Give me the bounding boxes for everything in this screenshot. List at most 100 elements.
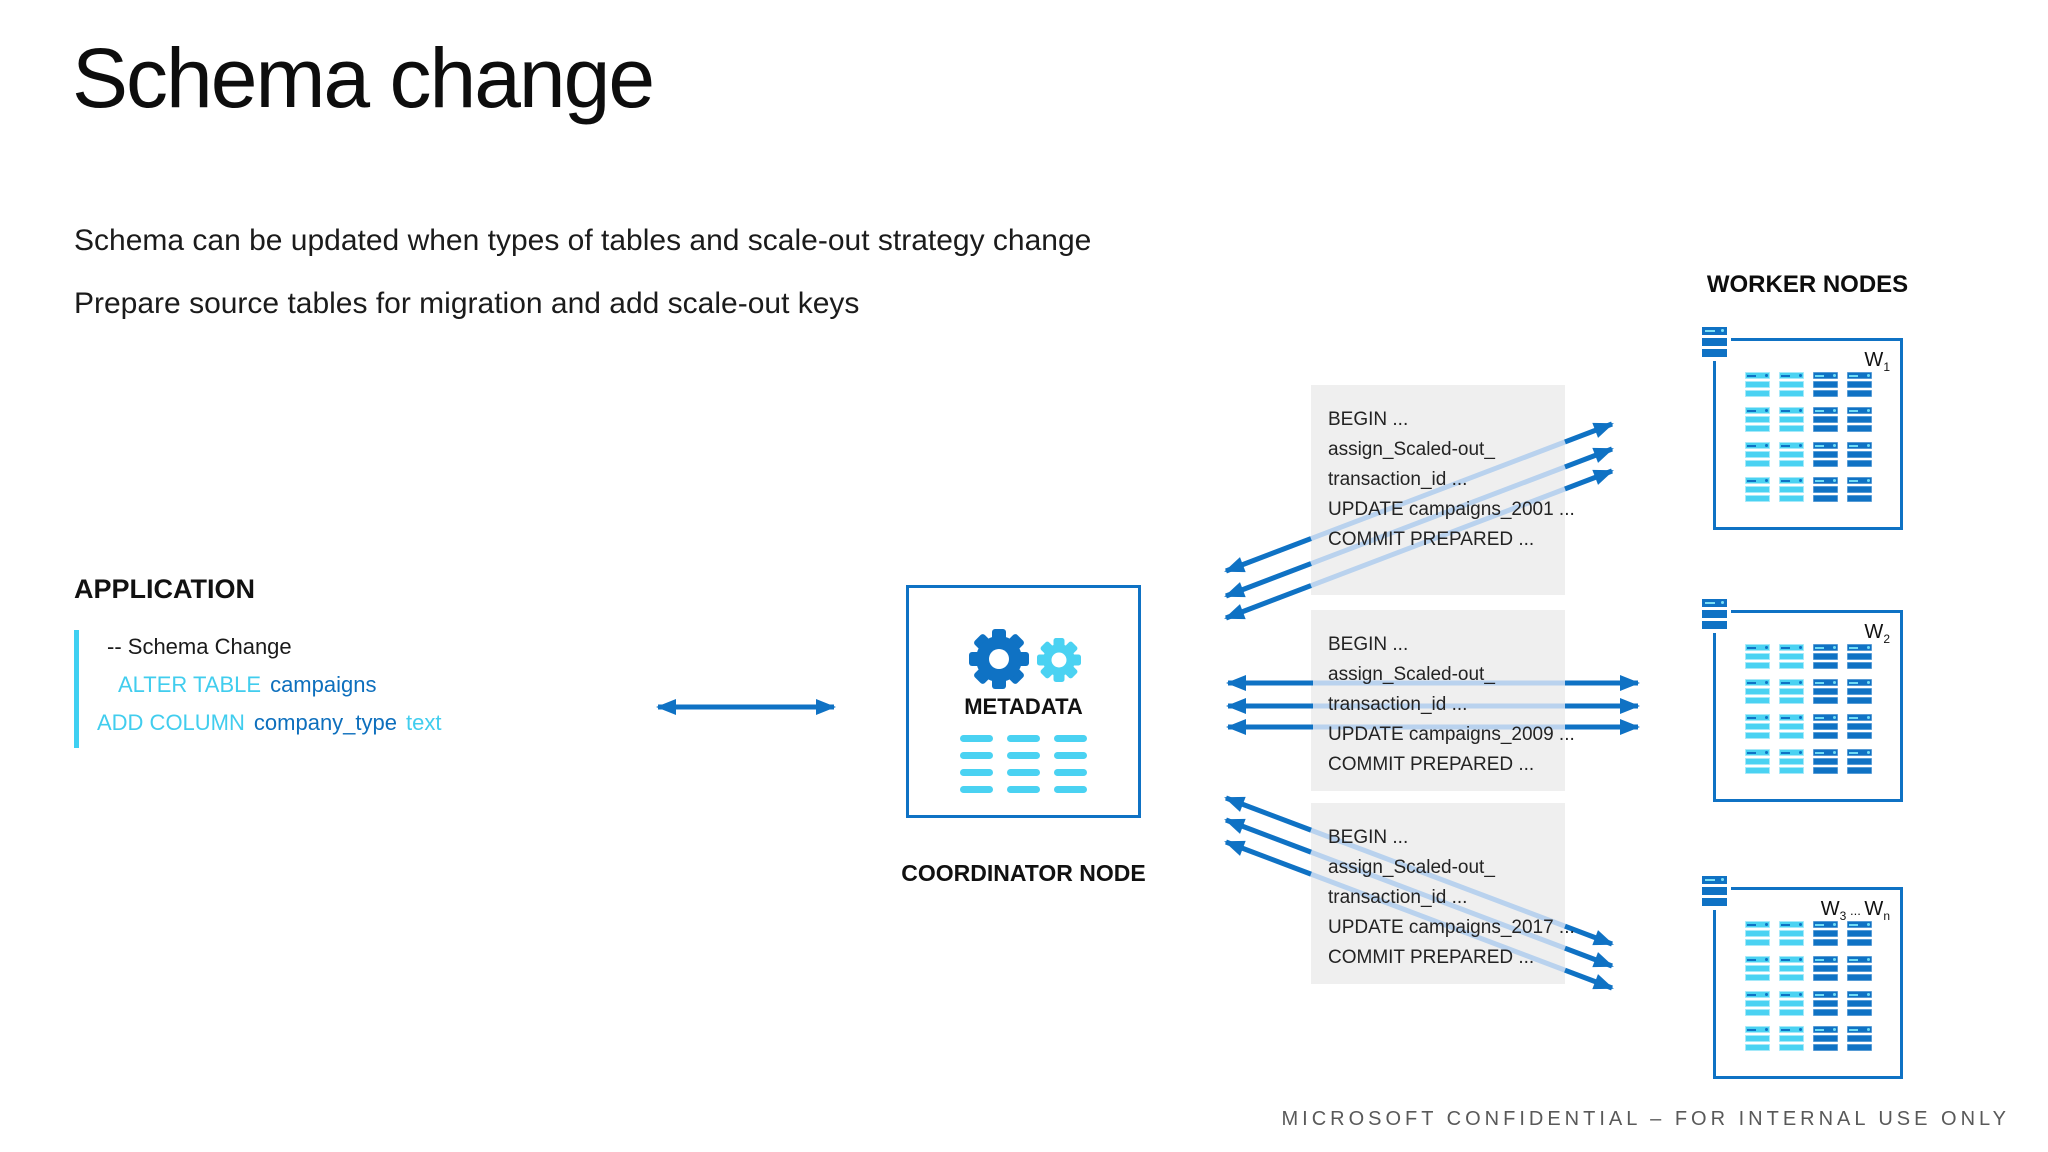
metadata-row-bar [1007,769,1040,776]
subtitle-line-2: Prepare source tables for migration and … [74,287,860,320]
coordinator-node-box: METADATA [906,585,1141,818]
table-shard-icon [1745,714,1770,739]
metadata-label: METADATA [964,694,1083,719]
table-shard-icon [1813,407,1838,432]
code-comment: -- Schema Change [107,634,292,659]
table-shard-icon [1779,921,1804,946]
page-title: Schema change [72,31,655,125]
table-shard-icon [1745,407,1770,432]
gear-large-icon [969,629,1029,689]
sql-statement-line: BEGIN ... [1328,827,1409,848]
sql-statement-line: UPDATE campaigns_2009 ... [1328,724,1575,745]
sql-identifier: company_type [253,710,397,735]
application-heading: APPLICATION [74,574,255,604]
shard-table-grid [1745,372,1872,502]
sql-statement-line: COMMIT PREPARED ... [1328,754,1535,775]
sql-statement-line: transaction_id ... [1328,694,1468,715]
table-shard-icon [1745,921,1770,946]
sql-statement-line: BEGIN ... [1328,409,1409,430]
table-shard-icon [1779,407,1804,432]
table-shard-icon [1779,679,1804,704]
table-shard-icon [1813,749,1838,774]
table-shard-icon [1779,477,1804,502]
sql-statement-line: assign_Scaled-out_ [1328,857,1495,878]
table-shard-icon [1813,477,1838,502]
metadata-row-bar [1007,735,1040,742]
table-shard-icon [1813,644,1838,669]
table-shard-icon [1779,749,1804,774]
metadata-row-bar [960,735,993,742]
metadata-rows-icon [960,735,1087,793]
sql-keyword: ADD COLUMN [97,710,245,735]
table-shard-icon [1745,372,1770,397]
sql-identifier: campaigns [270,672,377,697]
table-shard-icon [1813,679,1838,704]
table-shard-icon [1847,1026,1872,1051]
table-shard-icon [1779,1026,1804,1051]
table-shard-icon [1847,477,1872,502]
code-alter-line: ALTER TABLE campaigns [118,672,376,698]
sql-statement-line: assign_Scaled-out_ [1328,664,1495,685]
table-shard-icon [1847,714,1872,739]
metadata-row-bar [960,769,993,776]
table-shard-icon [1745,477,1770,502]
table-shard-icon [1779,442,1804,467]
table-shard-icon [1745,1026,1770,1051]
metadata-row-bar [960,752,993,759]
table-shard-icon [1745,956,1770,981]
table-shard-icon [1745,749,1770,774]
table-shard-icon [1847,679,1872,704]
table-shard-icon [1813,1026,1838,1051]
sql-transaction-box-3: BEGIN ... assign_Scaled-out_ transaction… [1311,803,1575,984]
sql-statement-line: UPDATE campaigns_2001 ... [1328,499,1575,520]
metadata-row-bar [960,786,993,793]
coordinator-node-label: COORDINATOR NODE [901,860,1146,886]
worker-node-label: W3 ... Wn [1820,898,1890,923]
table-shard-icon [1813,714,1838,739]
table-shard-icon [1847,921,1872,946]
metadata-row-bar [1054,735,1087,742]
metadata-row-bar [1054,769,1087,776]
table-shard-icon [1847,956,1872,981]
table-shard-icon [1813,372,1838,397]
table-shard-icon [1779,991,1804,1016]
table-shard-icon [1847,407,1872,432]
table-shard-icon [1779,372,1804,397]
table-shard-icon [1813,921,1838,946]
worker-node-label: W1 [1864,349,1890,374]
table-shard-icon [1779,956,1804,981]
sql-statement-line: COMMIT PREPARED ... [1328,529,1535,550]
code-accent-bar [74,630,79,748]
shard-table-grid [1745,644,1872,774]
table-shard-icon [1847,991,1872,1016]
stacked-bars-icon [1702,327,1731,361]
gears-icon [969,629,1081,689]
sql-type: text [406,710,442,735]
subtitle-line-1: Schema can be updated when types of tabl… [74,224,1092,257]
sql-statement-line: assign_Scaled-out_ [1328,439,1495,460]
table-shard-icon [1813,991,1838,1016]
table-shard-icon [1745,991,1770,1016]
metadata-row-bar [1007,752,1040,759]
sql-statement-line: transaction_id ... [1328,469,1468,490]
sql-keyword: ALTER TABLE [118,672,262,697]
table-shard-icon [1847,749,1872,774]
application-code-block: -- Schema Change ALTER TABLE campaigns AD… [74,628,494,753]
worker-node-box-3: W3 ... Wn [1702,876,1903,1079]
metadata-row-bar [1054,786,1087,793]
worker-node-box-1: W1 [1702,327,1903,530]
table-shard-icon [1745,644,1770,669]
table-shard-icon [1813,442,1838,467]
sql-statement-line: BEGIN ... [1328,634,1409,655]
table-shard-icon [1847,372,1872,397]
code-add-line: ADD COLUMN company_type text [97,710,441,736]
table-shard-icon [1745,442,1770,467]
stacked-bars-icon [1702,599,1731,633]
table-shard-icon [1847,442,1872,467]
confidentiality-footer: MICROSOFT CONFIDENTIAL – FOR INTERNAL US… [1281,1108,2010,1130]
gear-small-icon [1037,638,1081,682]
sql-statement-line: transaction_id ... [1328,887,1468,908]
worker-node-label: W2 [1864,621,1890,646]
metadata-row-bar [1054,752,1087,759]
